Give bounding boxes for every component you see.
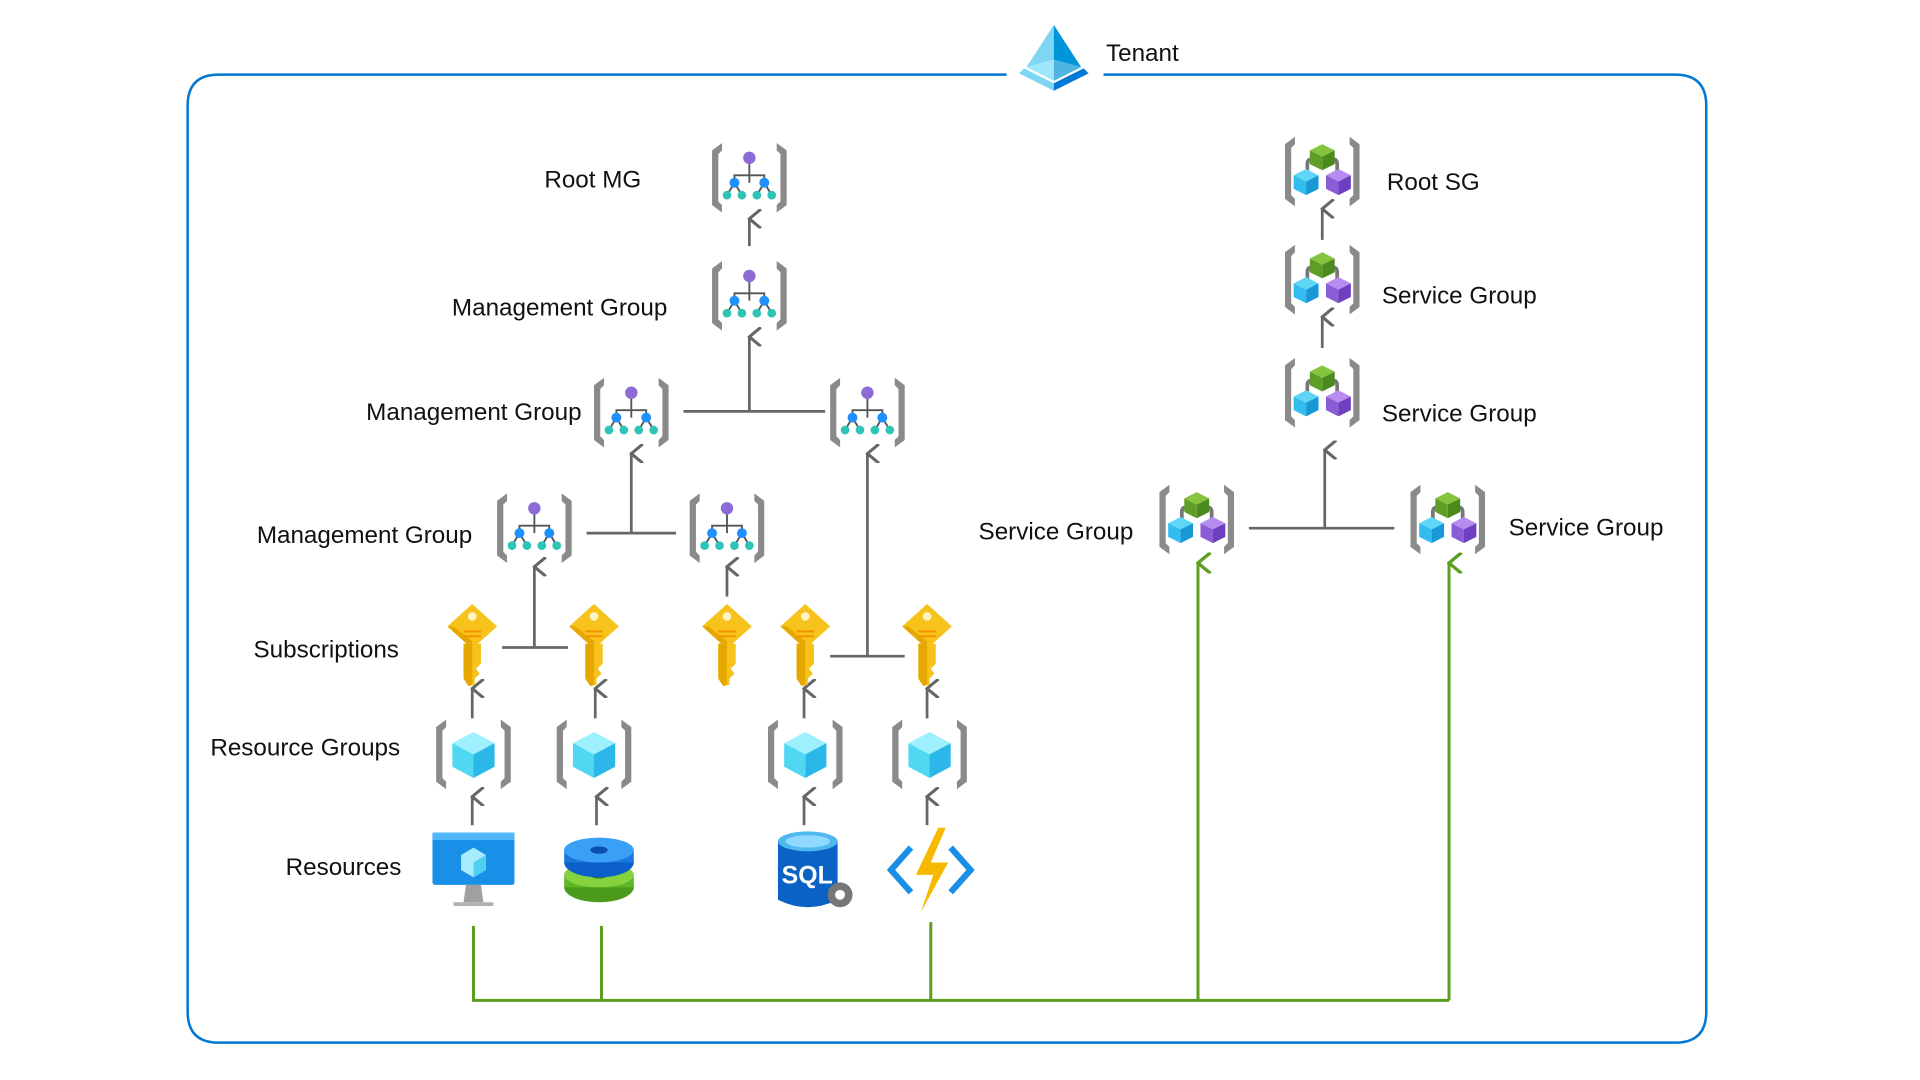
service-group-icon[interactable] [1285, 245, 1360, 315]
service-group-label: Service Group [979, 518, 1134, 545]
service-group-membership-links [471, 563, 1449, 1002]
resource-groups-label: Resource Groups [210, 735, 400, 762]
management-group-label: Management Group [452, 295, 667, 322]
service-group-icon[interactable] [1410, 485, 1485, 555]
management-group-icon[interactable] [830, 378, 905, 448]
subscription-key-icon[interactable] [446, 603, 499, 688]
sql-label: SQL [782, 863, 833, 890]
tenant-icon [1019, 24, 1089, 91]
subscription-key-icon[interactable] [901, 603, 953, 688]
management-group-icon[interactable] [690, 493, 765, 563]
root-service-group-icon[interactable] [1285, 137, 1360, 207]
management-group-icon[interactable] [594, 378, 669, 448]
resource-group-icon[interactable] [892, 720, 967, 790]
resource-group-icon[interactable] [557, 720, 632, 790]
service-group-label: Service Group [1382, 400, 1537, 427]
management-group-icon[interactable] [497, 493, 572, 563]
sql-database-icon[interactable]: SQL [777, 831, 853, 908]
resource-group-icon[interactable] [768, 720, 843, 790]
management-hierarchy-connectors [472, 209, 1395, 826]
service-group-icon[interactable] [1285, 358, 1360, 428]
root-sg-label: Root SG [1387, 169, 1480, 196]
subscription-key-icon[interactable] [568, 603, 620, 688]
root-mg-label: Root MG [544, 167, 641, 194]
subscriptions-label: Subscriptions [254, 636, 399, 663]
root-management-group-icon[interactable] [712, 143, 787, 213]
tenant-boundary [186, 73, 1708, 1044]
management-group-icon[interactable] [712, 261, 787, 331]
management-group-label: Management Group [366, 399, 581, 426]
resources-label: Resources [286, 854, 402, 881]
virtual-machine-icon[interactable] [432, 832, 515, 906]
resource-group-icon[interactable] [436, 720, 511, 790]
subscription-key-icon[interactable] [701, 603, 753, 688]
service-group-icon[interactable] [1159, 485, 1234, 555]
tenant-label: Tenant [1106, 40, 1179, 67]
service-group-label: Service Group [1509, 515, 1664, 542]
storage-icon[interactable] [564, 837, 634, 903]
management-group-label: Management Group [257, 522, 472, 549]
function-app-icon[interactable] [886, 827, 975, 913]
subscription-key-icon[interactable] [779, 603, 832, 688]
service-group-label: Service Group [1382, 282, 1537, 309]
